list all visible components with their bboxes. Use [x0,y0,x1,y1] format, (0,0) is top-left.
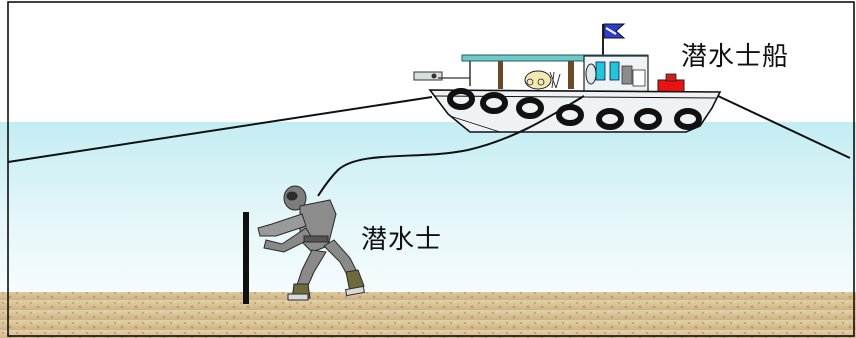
diver-figure [257,185,365,301]
diver-air-hose [317,95,585,197]
compressor-icon [657,79,685,93]
label-diver: 潜水士 [361,225,443,255]
water [0,122,856,294]
mooring-line-left [7,96,433,163]
stake [243,212,249,304]
label-diving-boat: 潜水士船 [681,42,790,72]
hose-reel-icon [524,70,552,90]
frame-border [7,1,855,337]
diving-boat [413,23,722,133]
seabed [0,292,856,338]
boat-fenders [447,88,702,130]
mooring-line-right [717,95,851,159]
flag-icon [603,23,626,39]
